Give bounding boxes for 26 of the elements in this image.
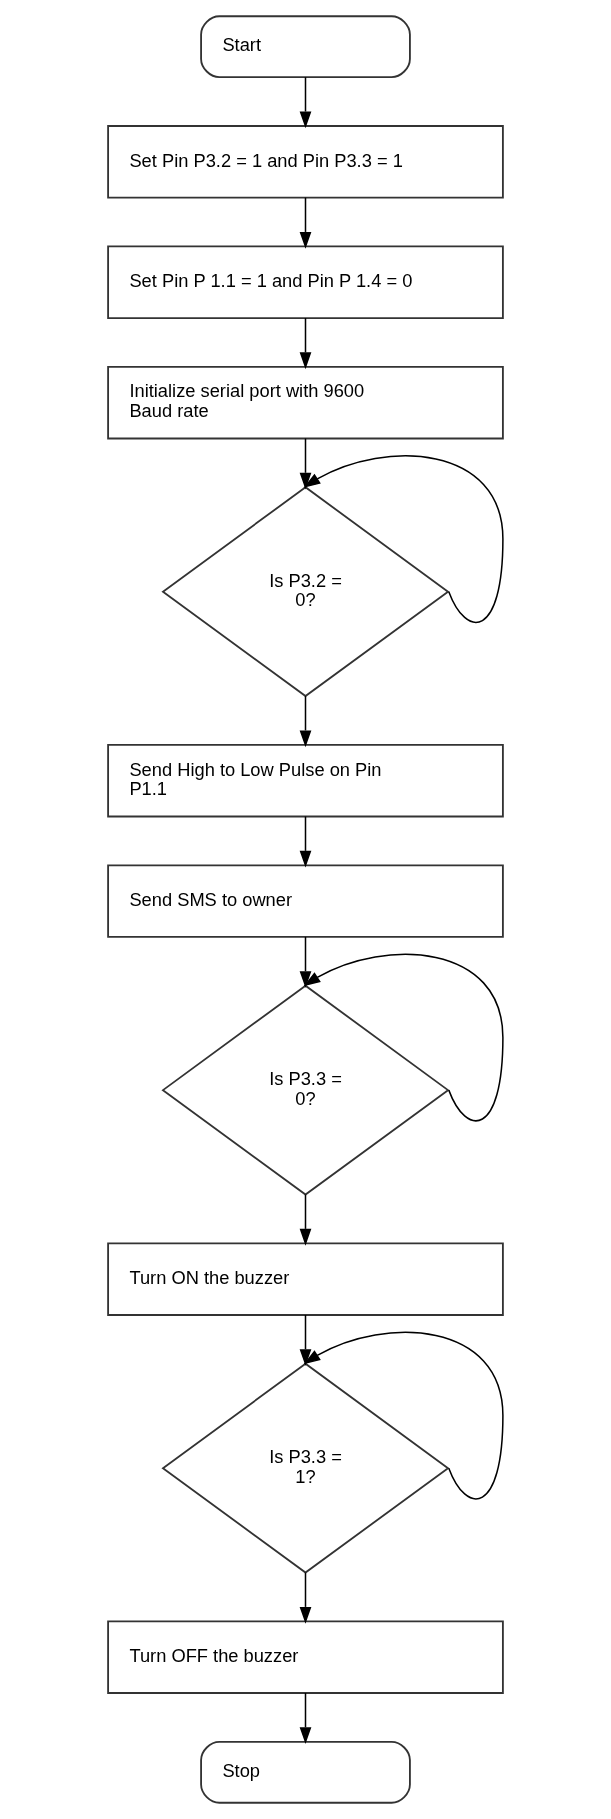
node-box: Initialize serial port with 9600 Baud rate <box>107 365 504 440</box>
node-diamond: Is P3.2 = 0? <box>161 486 450 698</box>
arrow <box>299 936 312 989</box>
arrow <box>299 1314 312 1367</box>
node-box: Stop <box>200 1740 411 1804</box>
arrow <box>299 1193 312 1246</box>
arrow <box>299 196 312 249</box>
node-box: Set Pin P 1.1 = 1 and Pin P 1.4 = 0 <box>107 245 504 319</box>
arrow <box>299 695 312 748</box>
node-diamond: Is P3.3 = 1? <box>161 1362 450 1574</box>
arrow <box>303 1331 504 1500</box>
arrow <box>299 815 312 868</box>
node-box: Send High to Low Pulse on Pin P1.1 <box>107 743 504 818</box>
arrow <box>299 317 312 370</box>
arrow <box>299 1571 312 1624</box>
arrow <box>299 437 312 490</box>
node-box: Turn ON the buzzer <box>107 1242 504 1316</box>
node-diamond: Is P3.3 = 0? <box>161 984 450 1196</box>
node-box: Start <box>200 15 411 79</box>
arrow <box>299 76 312 129</box>
node-box: Turn OFF the buzzer <box>107 1620 504 1694</box>
arrow <box>303 455 504 624</box>
node-box: Send SMS to owner <box>107 864 504 938</box>
arrow <box>299 1692 312 1745</box>
node-box: Set Pin P3.2 = 1 and Pin P3.3 = 1 <box>107 125 504 199</box>
arrow <box>303 953 504 1122</box>
